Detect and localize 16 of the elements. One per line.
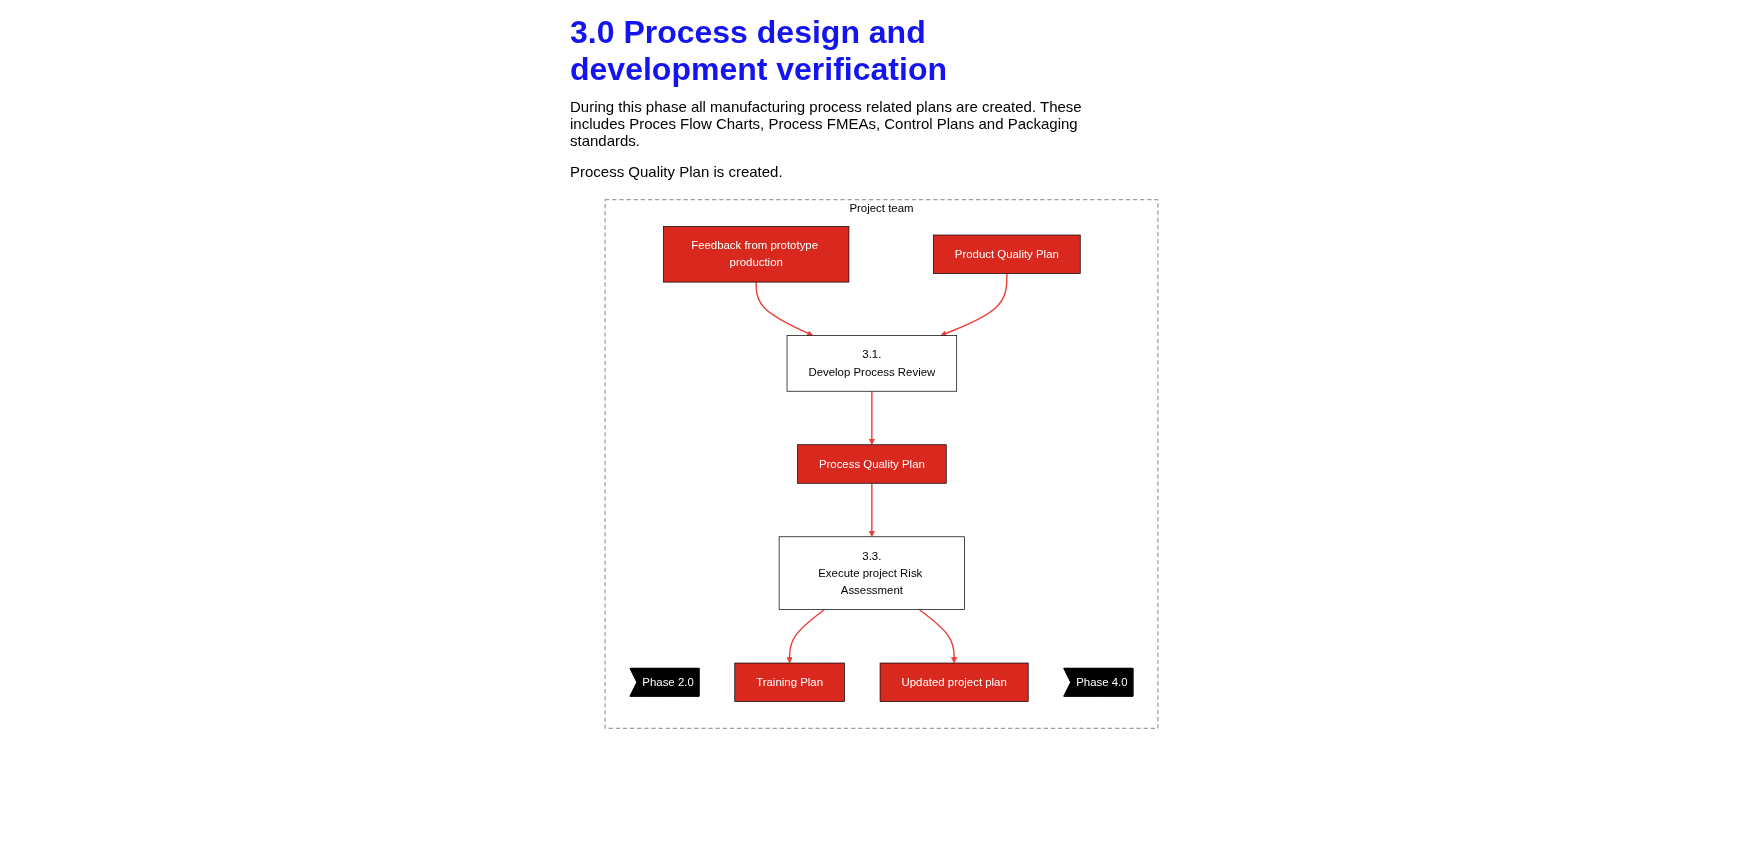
- arrow: [939, 272, 1008, 337]
- node-box: Updated project plan: [879, 662, 1029, 702]
- arrow: [755, 281, 813, 337]
- description-text: During this phase all manufacturing process related plans are created. These includes Proces Flow Charts, Process FMEAs, Control Plans and Packaging standards.: [570, 98, 1083, 149]
- node-box: Process Quality Plan: [796, 444, 947, 484]
- arrow: [868, 482, 875, 538]
- node-box: 3.1. Develop Process Review: [786, 335, 957, 392]
- node-box: Feedback from prototype production: [662, 226, 849, 283]
- node-box: 3.3. Execute project Risk Assessment: [778, 536, 965, 610]
- node-box: Product Quality Plan: [932, 234, 1081, 274]
- arrow: [868, 390, 875, 446]
- node-box: Training Plan: [733, 662, 845, 702]
- diagram-title: 3.0 Process design and development verification: [570, 14, 948, 88]
- description-text: Process Quality Plan is created.: [570, 163, 784, 180]
- arrow: [918, 608, 957, 664]
- arrow: [785, 608, 825, 664]
